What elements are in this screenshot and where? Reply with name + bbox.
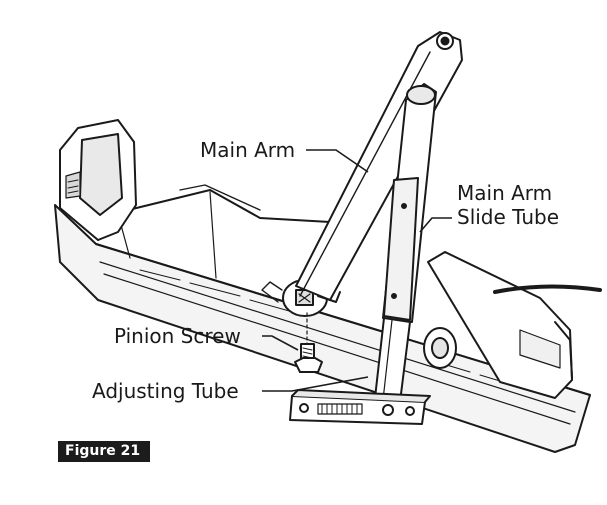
pinion-screw-label: Pinion Screw — [114, 324, 241, 348]
pinion-screw-leader — [262, 335, 299, 351]
slide-tube — [382, 83, 437, 323]
end-cap — [59, 119, 137, 241]
adjusting-tube-leader — [262, 376, 369, 392]
adjusting-tube-label: Adjusting Tube — [92, 379, 239, 403]
main-arm-label: Main Arm — [200, 138, 295, 162]
pinion-screw — [294, 312, 323, 373]
slide-tube-leader — [419, 217, 452, 233]
main-arm-leader — [306, 149, 369, 173]
slide-tube-label-line2: Slide Tube — [457, 205, 559, 229]
arm-bracket — [289, 389, 431, 425]
leader-lines — [262, 149, 452, 392]
body-right-end — [423, 251, 602, 399]
figure-caption-badge: Figure 21 — [58, 441, 150, 462]
slide-tube-label-line1: Main Arm — [457, 181, 552, 205]
